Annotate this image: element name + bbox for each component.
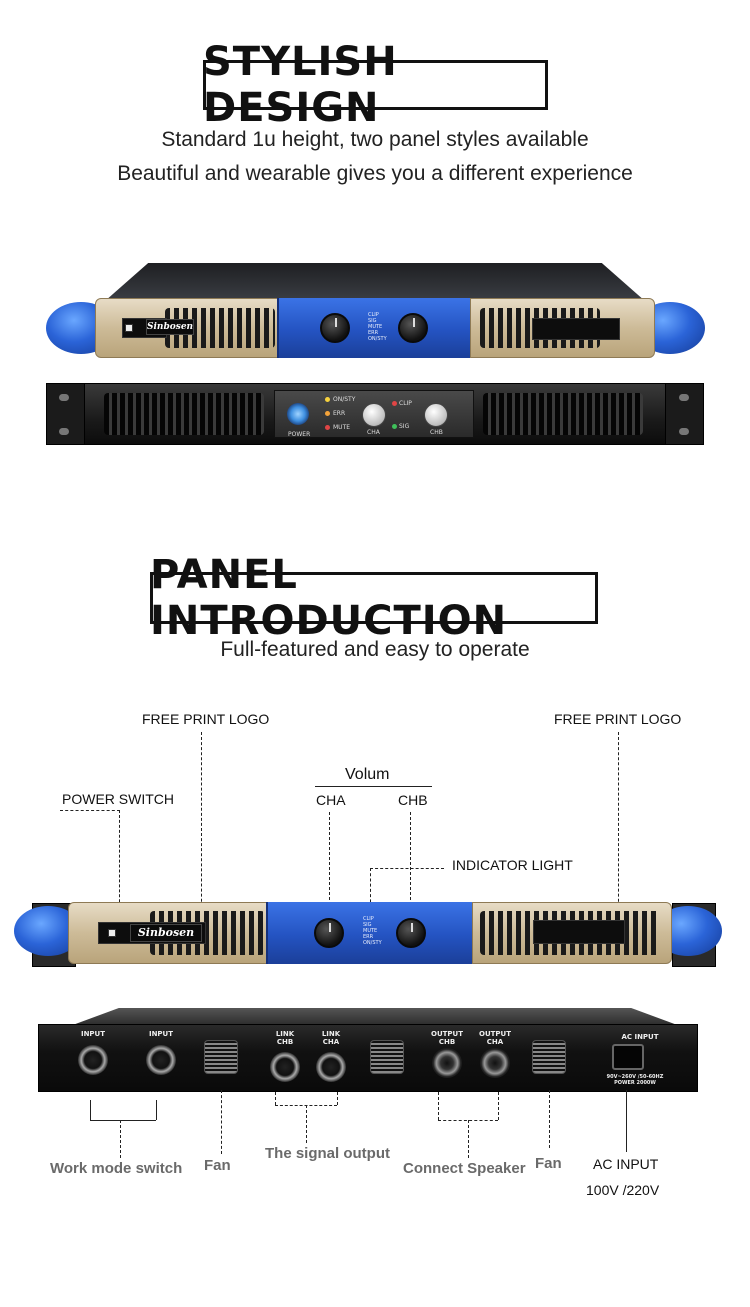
fan-right-label: Fan — [535, 1155, 562, 1172]
power-switch-icon[interactable] — [108, 929, 116, 937]
indicator-light-label: INDICATOR LIGHT — [452, 857, 573, 873]
section-title: PANEL INTRODUCTION — [150, 552, 508, 644]
chb-volume-knob[interactable] — [396, 918, 426, 948]
brand-logo: Sinbosen — [146, 319, 194, 335]
output-cha-speakon[interactable] — [480, 1048, 510, 1078]
subtitle: Full-featured and easy to operate — [220, 638, 530, 661]
work-mode-switch-label: Work mode switch — [50, 1160, 183, 1177]
stylish-design-heading: STYLISH DESIGN — [203, 39, 548, 131]
chb-knob[interactable] — [424, 403, 448, 427]
indicator-leds: CLIP SIG MUTE ERR ON/STY — [363, 916, 382, 946]
section-title: STYLISH DESIGN — [203, 39, 398, 131]
connect-speaker-label: Connect Speaker — [403, 1160, 526, 1177]
subtitle-line-1: Standard 1u height, two panel styles ava… — [161, 128, 589, 151]
power-switch-icon — [125, 324, 133, 332]
power-button[interactable] — [287, 403, 309, 425]
brand-logo: Sinbosen — [130, 924, 202, 942]
cha-volume-knob[interactable] — [314, 918, 344, 948]
output-chb-speakon[interactable] — [432, 1048, 462, 1078]
volum-label: Volum — [345, 766, 390, 783]
free-print-logo-right-label: FREE PRINT LOGO — [554, 711, 682, 727]
cha-volume-knob[interactable] — [320, 313, 350, 343]
signal-output-label: The signal output — [265, 1145, 390, 1162]
fan-left-icon — [204, 1040, 238, 1074]
fan-center-icon — [370, 1040, 404, 1074]
link-chb-xlr[interactable] — [270, 1052, 300, 1082]
ac-input-socket[interactable] — [612, 1044, 644, 1070]
fan-right-icon — [532, 1040, 566, 1074]
indicator-leds: CLIP SIG MUTE ERR ON/STY — [368, 312, 387, 342]
input-right-xlr[interactable] — [146, 1045, 176, 1075]
link-cha-xlr[interactable] — [316, 1052, 346, 1082]
free-print-logo-left-label: FREE PRINT LOGO — [142, 711, 270, 727]
chb-volume-knob[interactable] — [398, 313, 428, 343]
ac-input-label: AC INPUT — [593, 1156, 659, 1172]
cha-knob[interactable] — [362, 403, 386, 427]
panel-introduction-heading: PANEL INTRODUCTION — [150, 552, 598, 644]
power-switch-label: POWER SWITCH — [62, 791, 174, 807]
voltage-label: 100V /220V — [586, 1182, 660, 1198]
chb-label: CHB — [398, 792, 428, 808]
fan-left-label: Fan — [204, 1157, 231, 1174]
input-left-xlr[interactable] — [78, 1045, 108, 1075]
cha-label: CHA — [316, 792, 346, 808]
subtitle-line-2: Beautiful and wearable gives you a diffe… — [117, 162, 633, 185]
